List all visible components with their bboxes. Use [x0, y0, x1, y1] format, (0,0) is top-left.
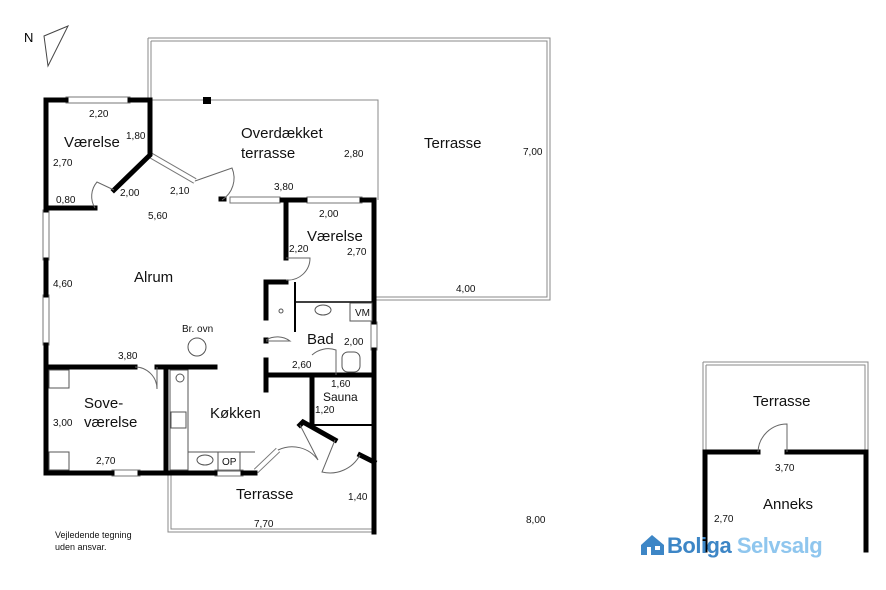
door-bad [265, 336, 292, 342]
room-terrasse-annex: Terrasse [753, 393, 811, 410]
stove-icon [187, 337, 207, 357]
dimension: 2,70 [53, 158, 73, 169]
sink-icon [196, 454, 214, 466]
terrace-outlines [147, 37, 869, 533]
fixtures [48, 302, 373, 472]
house-logo-icon [641, 535, 664, 555]
door-toilet [311, 348, 337, 375]
room-anneks: Anneks [763, 496, 813, 513]
label-br-ovn: Br. ovn [182, 324, 213, 335]
room-sove-1: Sove- [84, 395, 123, 412]
north-arrow-icon [43, 25, 70, 68]
sink-icon [175, 373, 185, 383]
toilet-icon [341, 351, 361, 373]
label-vm: VM [355, 308, 370, 319]
shower-icon [278, 308, 284, 314]
dimension: 1,60 [331, 379, 351, 390]
door-overdaekket [194, 167, 235, 201]
room-sauna: Sauna [323, 390, 358, 404]
disclaimer-line-1: Vejledende tegning [55, 530, 132, 540]
doors [91, 167, 788, 474]
boliga-selvsalg-logo: Boliga Selvsalg [667, 533, 823, 559]
dimension: 7,70 [254, 519, 274, 530]
dimension: 3,80 [274, 182, 294, 193]
washbasin-icon [314, 304, 332, 316]
room-overdaekket-2: terrasse [241, 145, 295, 162]
dimension: 2,70 [347, 247, 367, 258]
dimension: 1,40 [348, 492, 368, 503]
door-vaerelse2 [285, 257, 311, 281]
room-vaerelse-2: Værelse [307, 228, 363, 245]
door-vaerelse1 [91, 181, 115, 209]
dimension: 4,60 [53, 279, 73, 290]
room-vaerelse-1: Værelse [64, 134, 120, 151]
dimension: 3,00 [53, 418, 73, 429]
walls [43, 97, 869, 553]
room-terrasse-bottom: Terrasse [236, 486, 294, 503]
dimension: 5,60 [148, 211, 168, 222]
dimension: 3,70 [775, 463, 795, 474]
disclaimer-line-2: uden ansvar. [55, 542, 107, 552]
dimension: 1,20 [315, 405, 335, 416]
dimension: 2,20 [89, 109, 109, 120]
door-koekken-1 [277, 424, 319, 461]
door-sovevaerelse [134, 366, 158, 390]
door-koekken-2 [321, 439, 361, 474]
dimension: 2,10 [170, 186, 190, 197]
room-sove-2: værelse [84, 414, 137, 431]
dimension: 8,00 [526, 515, 546, 526]
dimension: 2,60 [292, 360, 312, 371]
dimension: 7,00 [523, 147, 543, 158]
dimension: 2,00 [319, 209, 339, 220]
door-anneks [757, 423, 788, 453]
dimension-labels: 2,20 1,80 2,70 0,80 2,00 2,10 5,60 2,80 … [53, 109, 795, 530]
hob-icon [170, 411, 187, 429]
disclaimer: Vejledende tegning uden ansvar. [55, 530, 132, 552]
dimension: 2,80 [344, 149, 364, 160]
room-alrum: Alrum [134, 269, 173, 286]
dimension: 1,80 [126, 131, 146, 142]
room-overdaekket-1: Overdækket [241, 125, 324, 142]
compass-label: N [24, 30, 33, 45]
room-labels: Værelse Overdækket terrasse Terrasse Vær… [64, 125, 813, 513]
dimension: 2,70 [714, 514, 734, 525]
dimension: 2,70 [96, 456, 116, 467]
room-terrasse-big: Terrasse [424, 135, 482, 152]
compass: N [24, 25, 70, 68]
dimension: 2,00 [120, 188, 140, 199]
dimension: 2,20 [289, 244, 309, 255]
room-bad: Bad [307, 331, 334, 348]
room-koekken: Køkken [210, 405, 261, 422]
dimension: 2,00 [344, 337, 364, 348]
dimension: 4,00 [456, 284, 476, 295]
dimension: 0,80 [56, 195, 76, 206]
dimension: 3,80 [118, 351, 138, 362]
logo-part-selvsalg: Selvsalg [736, 533, 823, 558]
label-op: OP [222, 457, 237, 468]
logo-part-boliga: Boliga [667, 533, 732, 558]
